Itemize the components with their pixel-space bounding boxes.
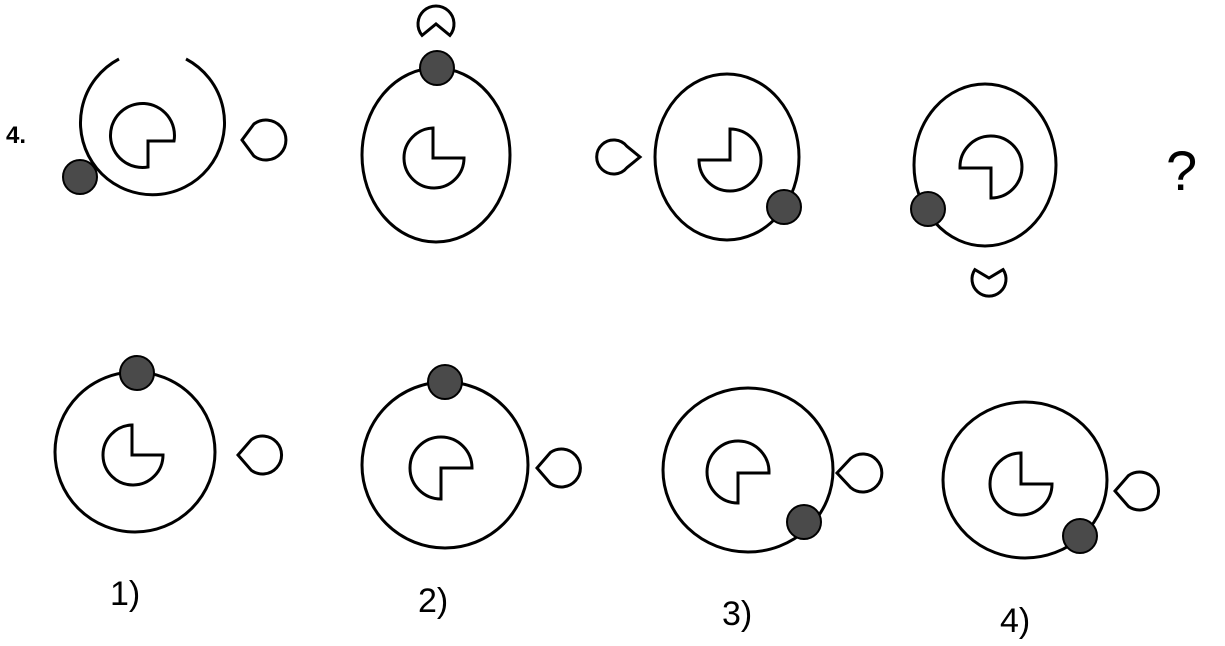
- question-mark: ?: [1166, 139, 1197, 202]
- orbit-ring: [653, 72, 801, 242]
- option-2[interactable]: 2): [360, 364, 582, 620]
- orbit-ball: [62, 159, 98, 195]
- orbit-ring: [79, 57, 226, 197]
- orbit-ring: [912, 82, 1058, 248]
- orbit-ring: [941, 400, 1109, 560]
- orbit-ball: [786, 504, 822, 540]
- pie-shape: [402, 126, 466, 190]
- orbit-ring: [53, 370, 217, 534]
- pacman-shape: [416, 4, 456, 38]
- sequence-figure-1: [62, 57, 288, 197]
- pie-shape: [988, 451, 1054, 517]
- pie-shape: [108, 101, 176, 169]
- pacman-shape: [595, 138, 643, 176]
- pacman-shape: [970, 267, 1008, 298]
- option-label[interactable]: 1): [110, 575, 140, 613]
- orbit-ball: [766, 189, 802, 225]
- option-label[interactable]: 3): [722, 595, 752, 633]
- pie-shape: [408, 435, 474, 501]
- orbit-ring: [360, 66, 512, 244]
- pacman-shape: [240, 118, 288, 162]
- pie-shape: [958, 134, 1024, 200]
- pie-shape: [697, 127, 763, 193]
- sequence-figure-3: [595, 72, 802, 242]
- orbit-ring: [661, 386, 835, 554]
- option-3[interactable]: 3): [661, 386, 884, 633]
- option-label[interactable]: 4): [1000, 602, 1030, 640]
- pacman-shape: [1113, 470, 1160, 512]
- pie-shape: [705, 439, 771, 505]
- option-4[interactable]: 4): [941, 400, 1160, 640]
- pie-shape: [101, 423, 165, 487]
- problem-number: 4.: [6, 122, 26, 149]
- pacman-shape: [236, 434, 284, 476]
- option-1[interactable]: 1): [53, 355, 284, 613]
- orbit-ball: [119, 355, 155, 391]
- pacman-shape: [834, 452, 884, 494]
- orbit-ball: [427, 364, 463, 400]
- orbit-ball: [1062, 518, 1098, 554]
- orbit-ball: [910, 191, 946, 227]
- orbit-ball: [419, 50, 455, 86]
- option-label[interactable]: 2): [418, 582, 448, 620]
- pacman-shape: [535, 447, 582, 489]
- sequence-figure-4: [910, 82, 1058, 298]
- sequence-figure-2: [360, 4, 512, 244]
